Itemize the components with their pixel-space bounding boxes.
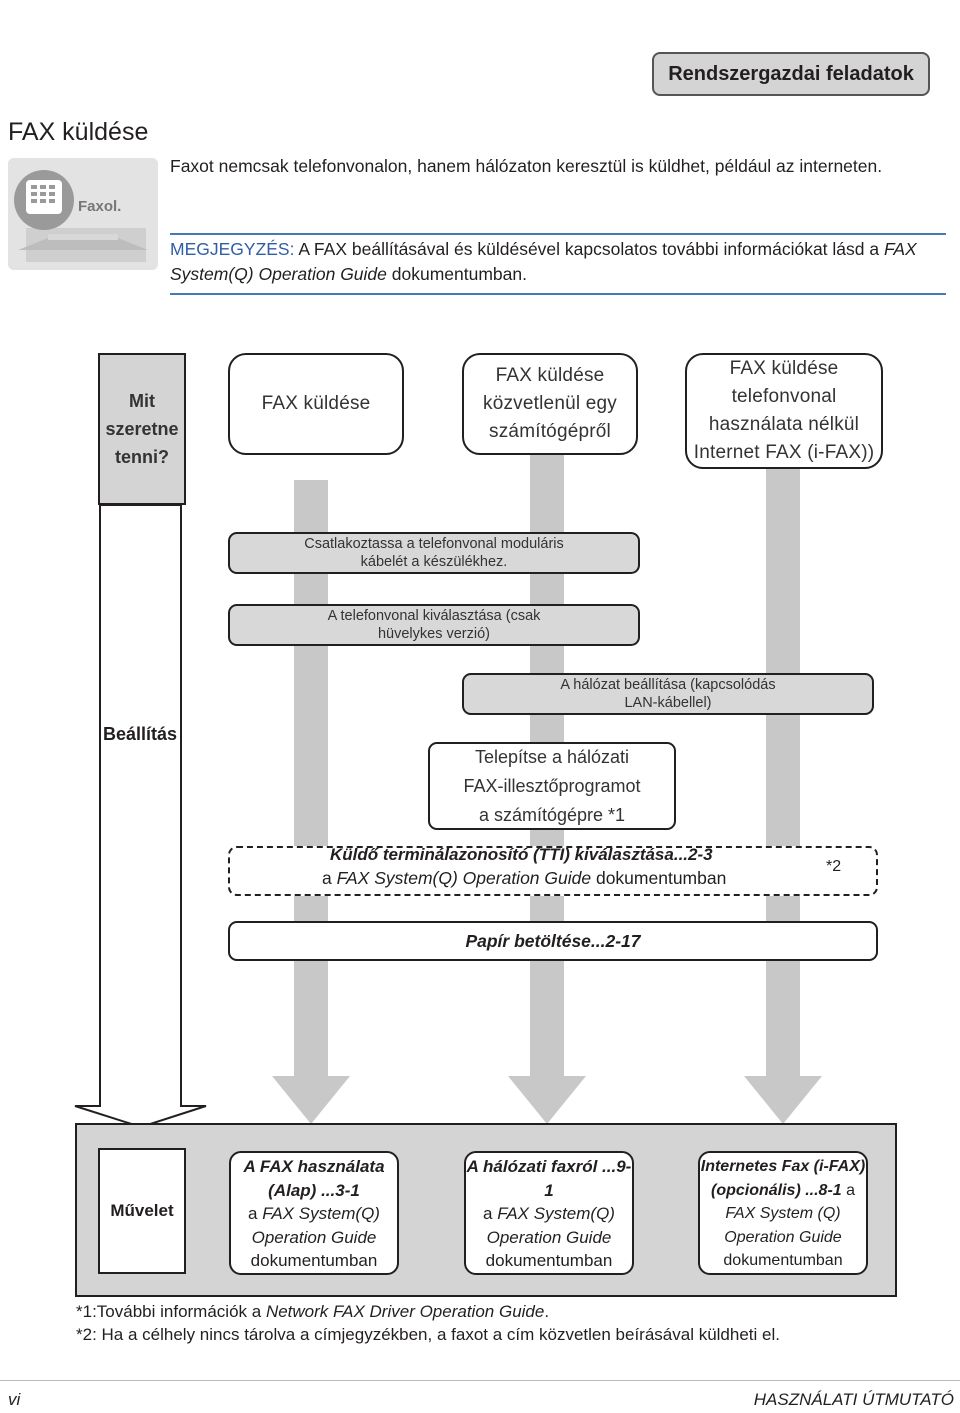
footnote-1: *1:További információk a Network FAX Dri… xyxy=(76,1302,550,1321)
note-label: MEGJEGYZÉS: xyxy=(170,239,295,259)
step-tti xyxy=(228,846,878,896)
note-guide-title: FAX System(Q) Operation Guide xyxy=(170,239,917,284)
flow-column-3 xyxy=(766,466,800,1080)
intro-text: Faxot nemcsak telefonvonalon, hanem háló… xyxy=(170,156,883,176)
tti-reference: a FAX System(Q) Operation Guide dokument… xyxy=(322,868,727,888)
section-tab: Rendszergazdai feladatok xyxy=(652,52,930,96)
tti-title: Küldő terminálazonosító (TTI) kiválasztá… xyxy=(330,845,713,864)
flow-column-1 xyxy=(294,480,328,1080)
fax-thumbnail: Faxol. xyxy=(8,158,158,270)
thumbnail-label: Faxol. xyxy=(78,198,122,215)
note-rule-bottom xyxy=(170,293,946,295)
footer-rule xyxy=(0,1380,960,1381)
setup-label: Beállítás xyxy=(103,724,178,745)
arrow-head-1 xyxy=(272,1076,350,1124)
setup-arrow xyxy=(74,504,207,1129)
step-load-paper: Papír betöltése...2-17 xyxy=(228,921,878,961)
manual-title: HASZNÁLATI ÚTMUTATÓ xyxy=(753,1390,954,1409)
page-title: FAX küldése xyxy=(8,118,149,146)
page-number: vi xyxy=(8,1390,21,1409)
arrow-head-3 xyxy=(744,1076,822,1124)
note: MEGJEGYZÉS: A FAX beállításával és küldé… xyxy=(170,239,917,284)
arrow-head-2 xyxy=(508,1076,586,1124)
note-rule-top xyxy=(170,233,946,235)
fax-device-icon xyxy=(8,158,158,270)
footnote-2: *2: Ha a célhely nincs tárolva a címjegy… xyxy=(76,1325,780,1344)
operation-internet-fax: Internetes Fax (i-FAX) (opcionális) ...8… xyxy=(698,1151,868,1275)
tti-footnote-ref: *2 xyxy=(826,858,842,875)
operation-label: Művelet xyxy=(98,1148,186,1274)
goal-fax: FAX küldése xyxy=(228,353,404,455)
